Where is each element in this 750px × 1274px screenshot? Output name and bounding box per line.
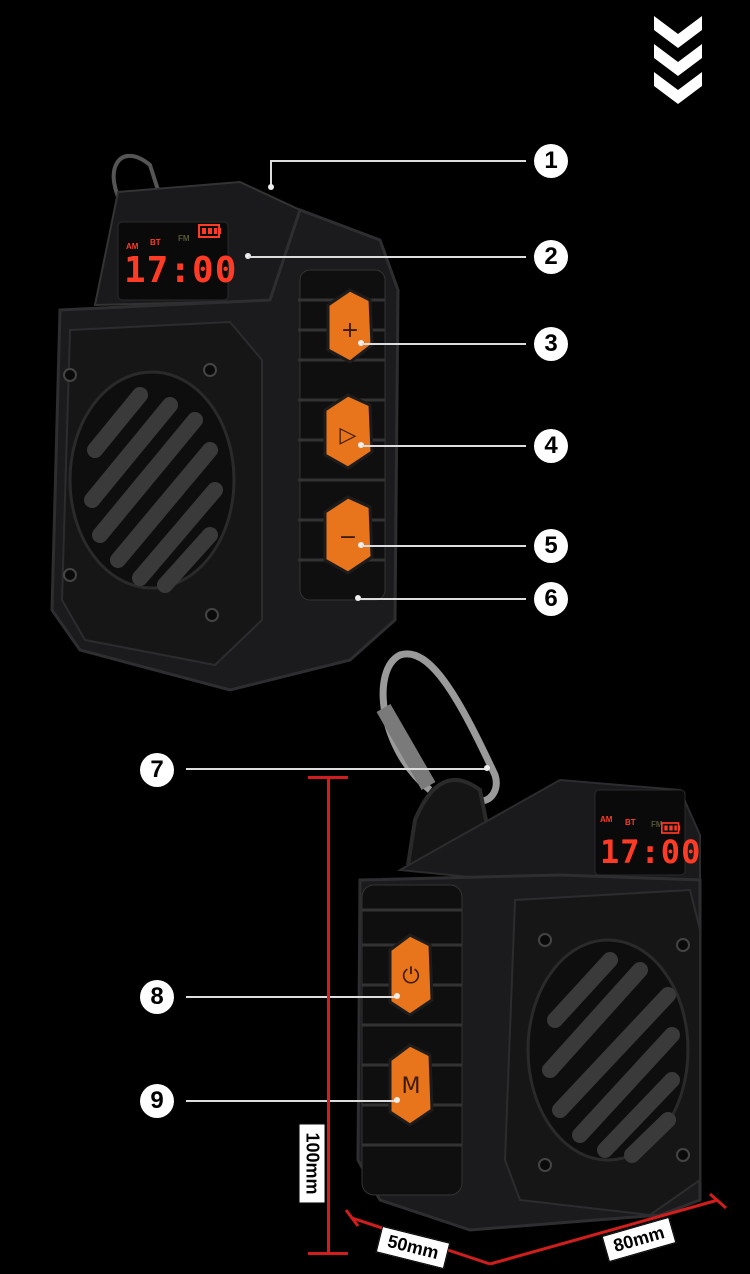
callout-line-7 — [186, 768, 486, 770]
callout-3: 3 — [534, 327, 568, 361]
callout-5: 5 — [534, 529, 568, 563]
volume-down-button[interactable]: − — [338, 524, 358, 550]
speaker-front-body — [50, 153, 400, 692]
callout-line-1-drop — [270, 160, 272, 188]
callout-line-4 — [362, 445, 526, 447]
display-bt-label: BT — [150, 238, 161, 247]
callout-6: 6 — [534, 582, 568, 616]
callout-line-8 — [186, 996, 396, 998]
volume-up-button[interactable]: + — [340, 317, 360, 343]
back-display-am-label: AM — [600, 815, 613, 824]
callout-line-3 — [362, 343, 526, 345]
callout-7: 7 — [140, 753, 174, 787]
callout-dot-9 — [394, 1097, 400, 1103]
callout-9: 9 — [140, 1084, 174, 1118]
speaker-front: AM BT FM 17:00 + ▷ − — [50, 153, 400, 692]
callout-dot-6 — [355, 595, 361, 601]
speaker-back: AM BT FM 17:00 ⏻ M — [0, 640, 750, 1274]
callout-dot-7 — [484, 765, 490, 771]
callout-dot-5 — [358, 542, 364, 548]
chevrons-down-icon[interactable] — [652, 14, 704, 106]
display-time: 17:00 — [124, 250, 238, 291]
speaker-back-body — [356, 650, 702, 1232]
display-am-label: AM — [126, 242, 139, 251]
back-display-fm-label: FM — [651, 820, 663, 829]
callout-dot-4 — [358, 442, 364, 448]
display-fm-label: FM — [178, 234, 190, 243]
callout-line-6 — [360, 598, 526, 600]
callout-dot-1 — [268, 184, 274, 190]
callout-dot-8 — [394, 993, 400, 999]
callout-line-1 — [272, 160, 526, 162]
height-dimension-label: 100mm — [298, 1123, 326, 1204]
back-display-bt-label: BT — [625, 818, 636, 827]
height-dimension-cap-top — [308, 776, 348, 779]
callout-4: 4 — [534, 429, 568, 463]
height-dimension-cap-bottom — [308, 1252, 348, 1255]
back-battery-icon — [661, 822, 681, 834]
callout-8: 8 — [140, 980, 174, 1014]
back-display-time: 17:00 — [600, 833, 702, 871]
play-pause-button[interactable]: ▷ — [339, 422, 357, 448]
height-dimension-line — [327, 778, 330, 1254]
callout-dot-3 — [358, 340, 364, 346]
callout-line-9 — [186, 1100, 396, 1102]
callout-line-5 — [362, 545, 526, 547]
callout-line-2 — [248, 256, 526, 258]
battery-icon — [198, 224, 221, 238]
callout-2: 2 — [534, 240, 568, 274]
mode-button[interactable]: M — [401, 1073, 421, 1099]
callout-1: 1 — [534, 144, 568, 178]
power-button[interactable]: ⏻ — [402, 963, 420, 989]
